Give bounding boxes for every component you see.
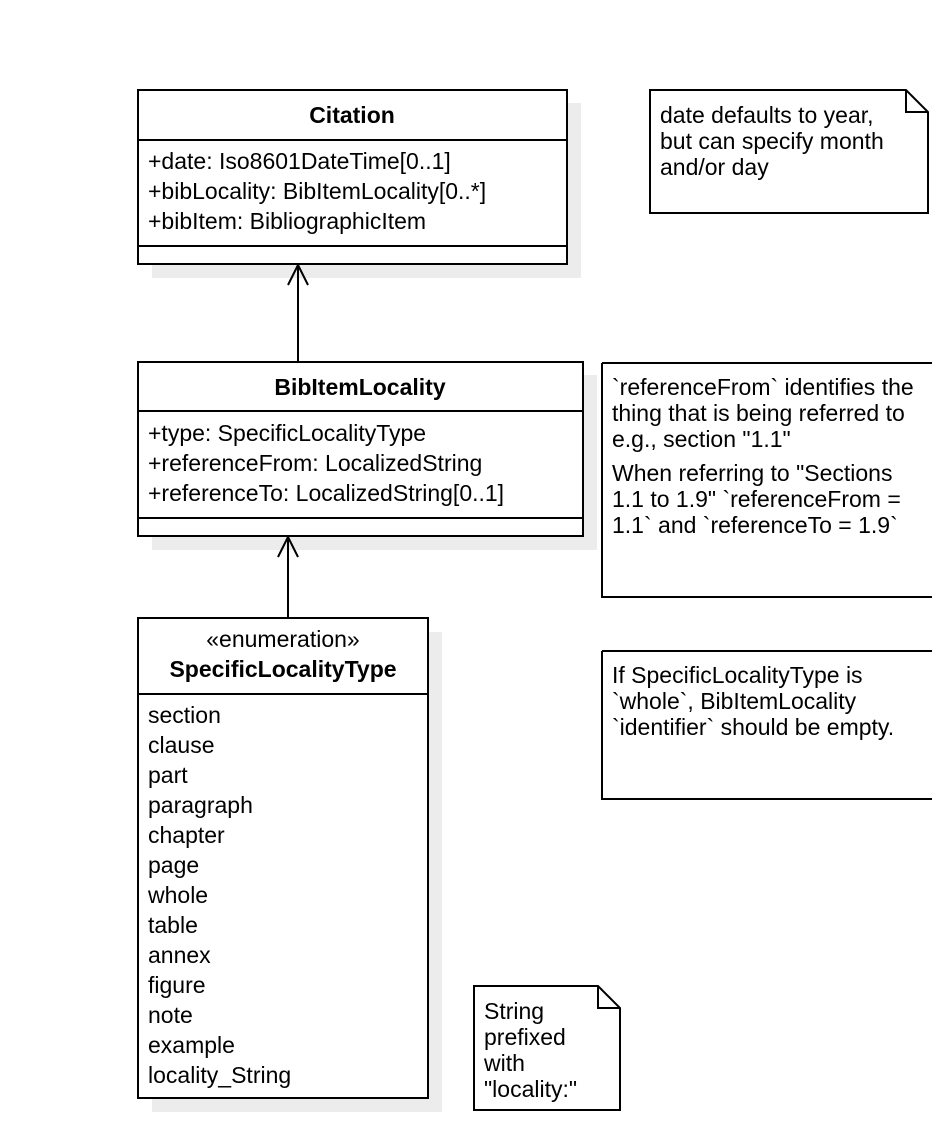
class-bibitemlocality[interactable]: BibItemLocality +type: SpecificLocalityT… xyxy=(137,361,597,550)
enum-specificlocalitytype[interactable]: «enumeration» SpecificLocalityType secti… xyxy=(137,617,442,1112)
note-reference-line-3: e.g., section "1.1" xyxy=(612,426,791,452)
note-reference-line-5: 1.1 to 1.9" `referenceFrom = xyxy=(612,486,901,512)
note-string-line-1: String xyxy=(484,998,544,1024)
note-whole-line-2: `whole`, BibItemLocality xyxy=(612,688,857,714)
note-date-line-2: but can specify month xyxy=(660,128,884,154)
note-reference-box xyxy=(601,362,932,598)
enum-literal-whole: whole xyxy=(147,882,208,908)
class-bibitemlocality-box xyxy=(137,361,584,537)
note-date-line-3: and/or day xyxy=(660,154,769,180)
note-date[interactable]: date defaults to year, but can specify m… xyxy=(649,89,929,214)
class-bibitemlocality-name: BibItemLocality xyxy=(274,374,445,400)
class-citation[interactable]: Citation +date: Iso8601DateTime[0..1] +b… xyxy=(137,89,581,278)
note-reference[interactable]: `referenceFrom` identifies the thing tha… xyxy=(601,362,932,598)
enum-literal-locality-string: locality_String xyxy=(148,1062,291,1088)
enum-literal-figure: figure xyxy=(148,972,206,998)
class-bibitemlocality-attr-referencefrom: +referenceFrom: LocalizedString xyxy=(148,450,482,476)
note-whole-box xyxy=(601,650,932,800)
enum-literal-section: section xyxy=(148,702,221,728)
enum-specificlocalitytype-box xyxy=(137,617,429,1099)
note-reference-line-6: 1.1` and `referenceTo = 1.9` xyxy=(612,512,898,538)
class-bibitemlocality-attr-type: +type: SpecificLocalityType xyxy=(148,420,426,446)
class-citation-name: Citation xyxy=(309,102,395,128)
enum-literal-table: table xyxy=(148,912,198,938)
enum-literal-paragraph: paragraph xyxy=(148,792,253,818)
arrowhead-open-icon xyxy=(277,534,299,558)
enum-specificlocalitytype-stereotype: «enumeration» xyxy=(206,626,359,652)
note-fold-corner-icon xyxy=(597,986,620,1009)
enum-literal-chapter: chapter xyxy=(148,822,225,848)
enum-literal-example: example xyxy=(148,1032,235,1058)
enum-literal-annex: annex xyxy=(148,942,211,968)
enum-literal-note: note xyxy=(148,1002,193,1028)
class-bibitemlocality-attr-referenceto: +referenceTo: LocalizedString[0..1] xyxy=(148,480,504,506)
arrowhead-open-icon xyxy=(287,262,309,286)
note-reference-line-4: When referring to "Sections xyxy=(612,460,892,486)
note-date-line-1: date defaults to year, xyxy=(660,102,874,128)
enum-literal-clause: clause xyxy=(148,732,214,758)
note-whole[interactable]: If SpecificLocalityType is `whole`, BibI… xyxy=(601,650,932,800)
class-citation-attr-bibitem: +bibItem: BibliographicItem xyxy=(148,208,426,234)
note-date-box xyxy=(649,89,929,214)
enum-literal-page: page xyxy=(148,852,199,878)
class-citation-attr-date: +date: Iso8601DateTime[0..1] xyxy=(148,148,451,174)
note-string-line-2: prefixed xyxy=(484,1024,566,1050)
class-citation-box xyxy=(137,89,568,265)
note-whole-line-1: If SpecificLocalityType is xyxy=(612,662,863,688)
note-whole-line-3: `identifier` should be empty. xyxy=(612,714,894,740)
enum-literal-part: part xyxy=(148,762,188,788)
class-citation-attr-biblocality: +bibLocality: BibItemLocality[0..*] xyxy=(148,178,486,204)
note-string-line-3: with xyxy=(483,1050,525,1076)
edge-bibitemlocality-to-citation[interactable] xyxy=(287,262,309,362)
note-string-box xyxy=(473,985,621,1111)
note-reference-line-2: thing that is being referred to xyxy=(612,400,905,426)
note-reference-line-1: `referenceFrom` identifies the xyxy=(612,374,914,400)
enum-specificlocalitytype-name: SpecificLocalityType xyxy=(169,656,396,682)
edge-specificlocalitytype-to-bibitemlocality[interactable] xyxy=(277,534,299,618)
note-string[interactable]: String prefixed with "locality:" xyxy=(473,985,621,1111)
note-fold-corner-icon xyxy=(905,90,928,113)
note-string-line-4: "locality:" xyxy=(484,1076,577,1102)
